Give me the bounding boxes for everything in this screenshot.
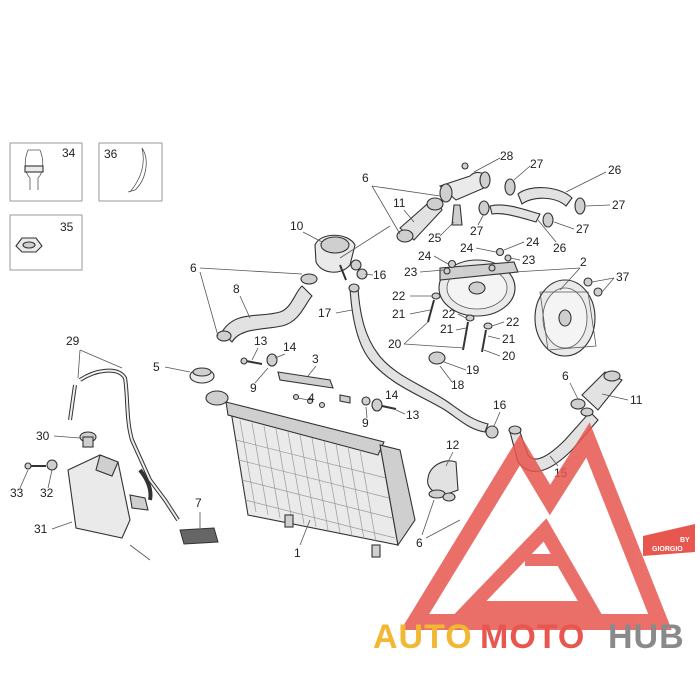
badge-line2: GIORGIO [652,546,683,553]
fan-fittings: 24 23 24 24 23 25 [404,204,540,279]
label-23a: 23 [404,265,418,279]
brand-hub: HUB [608,618,685,656]
label-22c: 22 [506,315,520,329]
label-25: 25 [428,231,442,245]
label-12: 12 [446,438,460,452]
hose-8: 8 [216,273,318,343]
badge-line1: BY [680,537,690,544]
label-3: 3 [312,352,319,366]
label-34: 34 [62,146,76,160]
callout-6b: 6 [190,225,391,337]
label-24b: 24 [460,241,474,255]
label-27c: 27 [470,224,484,238]
label-29: 29 [66,334,80,348]
label-13a: 13 [254,334,268,348]
label-16b: 16 [493,398,507,412]
expansion-tank: 30 33 32 31 29 [10,334,180,561]
label-21c: 21 [502,332,516,346]
label-9b: 9 [362,416,369,430]
label-35: 35 [60,220,74,234]
thermostat-10: 10 [290,219,362,281]
detail-box-34: 34 [9,142,83,202]
label-6b: 6 [190,261,197,275]
label-19: 19 [466,363,480,377]
hose-12: 12 6 [416,438,461,550]
label-14b: 14 [385,388,399,402]
label-14a: 14 [283,340,297,354]
watermark-logo [400,422,672,630]
radiator: 1 [205,390,416,560]
label-32: 32 [40,486,54,500]
label-6c: 6 [562,369,569,383]
label-1: 1 [294,546,301,560]
label-17: 17 [318,306,332,320]
label-24a: 24 [418,249,432,263]
foam-pad-7: 7 [179,496,219,545]
label-26a: 26 [608,163,622,177]
radiator-cap: 5 [153,360,215,384]
label-20b: 20 [502,349,516,363]
label-31: 31 [34,522,48,536]
hose-17-18: 16 17 19 18 16 [318,268,507,439]
label-20a: 20 [388,337,402,351]
label-2: 2 [580,255,587,269]
label-11a: 11 [393,196,406,210]
detail-box-35: 35 [9,214,83,271]
label-13b: 13 [406,408,420,422]
label-22a: 22 [392,289,406,303]
label-10: 10 [290,219,304,233]
label-6d: 6 [416,536,423,550]
brand-moto: MOTO [480,618,585,656]
label-6a: 6 [362,171,369,185]
label-23b: 23 [522,253,536,267]
label-27b: 27 [612,198,626,212]
detail-box-36: 36 [98,142,163,202]
label-36: 36 [104,147,118,161]
label-27a: 27 [530,157,544,171]
label-37: 37 [616,270,630,284]
label-5: 5 [153,360,160,374]
label-7: 7 [195,496,202,510]
bracket-3: 3 4 13 14 9 14 13 9 [240,334,420,430]
label-24c: 24 [526,235,540,249]
brand-wordmark: AUTO MOTO HUB [373,618,685,656]
brand-auto: AUTO [373,618,473,656]
label-26b: 26 [553,241,567,255]
giorgio-badge: BY GIORGIO [643,524,695,556]
label-4: 4 [308,391,315,405]
label-16a: 16 [373,268,387,282]
label-22b: 22 [442,307,456,321]
label-11b: 11 [630,393,643,407]
label-21b: 21 [440,322,454,336]
hose-11-right: 6 11 [562,369,643,417]
label-28: 28 [500,149,514,163]
upper-hoses: 28 11 6 27 26 27 27 26 27 [362,149,626,255]
label-18: 18 [451,378,465,392]
label-30: 30 [36,429,50,443]
fan-screws: 22 21 22 21 22 21 20 20 [388,289,520,363]
label-9a: 9 [250,381,257,395]
label-33: 33 [10,486,24,500]
label-21a: 21 [392,307,406,321]
label-27d: 27 [576,222,590,236]
label-8: 8 [233,282,240,296]
fan-2: 2 37 [438,255,630,357]
